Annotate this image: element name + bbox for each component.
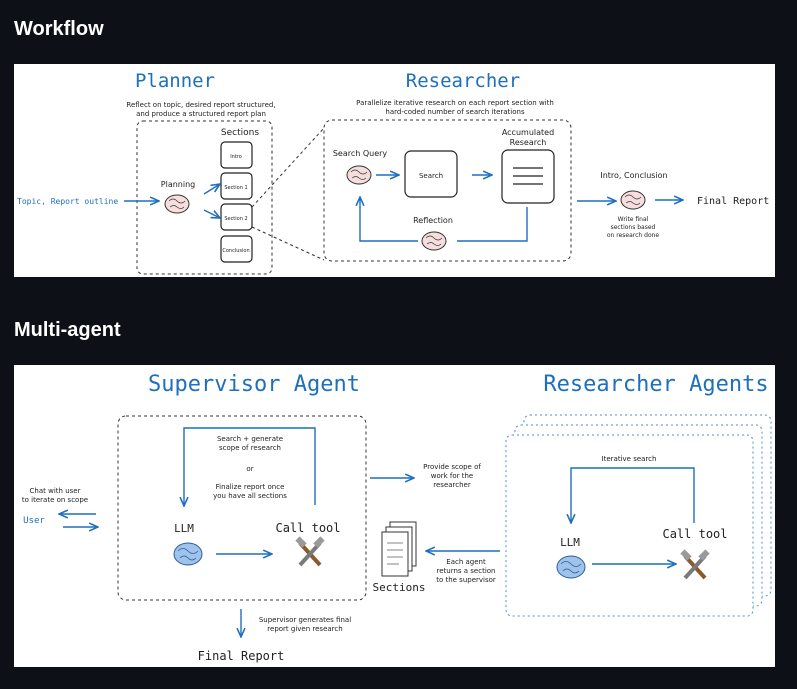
brain-icon [421,231,447,251]
accumulated-research-box [501,149,555,204]
user-label: User [23,516,45,526]
sections-label: Sections [221,128,259,138]
researcher-container [323,119,572,262]
researcher-loop-arrow [571,467,695,523]
r-llm-label: LLM [560,536,580,549]
arrow-planning-section2 [203,209,220,218]
supervisor-loop-arrow [184,427,316,506]
researcher-desc-line1: Parallelize iterative research on each r… [356,99,554,107]
each-agent-line3: to the supervisor [436,576,496,584]
search-box [404,150,458,198]
intro-conclusion-label: Intro, Conclusion [600,171,667,180]
provide-scope-line1: Provide scope of [423,463,481,471]
r-call-tool-label: Call tool [662,527,727,541]
arrow-planning-section1 [203,184,220,195]
final-report-label: Final Report [697,196,769,207]
loop-text-line1: Search + generate [217,435,283,443]
section-box-1-label: Section 1 [224,185,247,191]
write-final-line3: on research done [607,232,660,239]
provide-scope-line2: work for the [431,472,474,480]
supervisor-title: Supervisor Agent [148,372,360,397]
multiagent-diagram: Supervisor Agent Researcher Agents Chat … [14,365,775,667]
supervisor-generates-line1: Supervisor generates final [259,616,351,624]
reflection-loop-left [360,197,418,242]
researchers-title: Researcher Agents [543,372,768,397]
each-agent-line1: Each agent [446,558,486,566]
loop-text-line2: scope of research [219,444,281,452]
chat-label-line1: Chat with user [30,487,81,495]
accumulated-label-line1: Accumulated [502,128,554,137]
brain-icon [164,194,190,214]
loop-text-or: or [246,465,253,473]
multiagent-svg: Supervisor Agent Researcher Agents Chat … [22,372,772,663]
search-box-label: Search [419,172,443,180]
zoom-line-top [251,127,325,208]
tools-icon [680,549,710,580]
planner-container [136,120,273,275]
brain-icon [346,165,372,185]
brain-icon [620,190,646,210]
section-box-conclusion-label: Conclusion [222,248,249,254]
loop-text-line3: Finalize report once [216,483,285,491]
reflection-label: Reflection [413,216,453,225]
researcher-desc-line2: hard-coded number of search iterations [385,108,525,116]
write-final-line2: sections based [611,224,656,231]
researcher-title: Researcher [406,70,520,92]
call-tool-label: Call tool [275,521,340,535]
chat-label-line2: to iterate on scope [22,496,88,504]
each-agent-line2: returns a section [436,567,495,575]
tools-icon [295,536,325,567]
accumulated-label-line2: Research [510,138,547,147]
write-final-line1: Write final [618,216,649,223]
zoom-line-bottom [251,226,325,261]
sections-label: Sections [373,581,426,594]
llm-label: LLM [174,522,194,535]
input-label: Topic, Report outline [17,197,118,206]
document-stack-icon [381,521,417,577]
section-box-conclusion [220,235,253,263]
search-query-label: Search Query [333,149,388,158]
supervisor-container [117,415,367,601]
planner-desc-line1: Reflect on topic, desired report structu… [126,101,275,109]
document-lines-icon [513,167,543,185]
supervisor-generates-line2: report given research [267,625,342,633]
section-box-2-label: Section 2 [224,216,247,222]
workflow-heading: Workflow [14,18,104,40]
brain-icon [173,542,203,566]
planner-desc-line2: and produce a structured report plan [136,110,266,118]
iterative-search-label: Iterative search [602,455,657,463]
brain-icon [556,555,586,579]
workflow-svg: Planner Reflect on topic, desired report… [17,70,769,275]
loop-text-line4: you have all sections [213,492,287,500]
workflow-diagram: Planner Reflect on topic, desired report… [14,64,775,277]
section-box-intro [220,141,253,169]
planning-label: Planning [161,180,195,189]
multiagent-heading: Multi-agent [14,319,121,341]
planner-title: Planner [135,70,215,92]
reflection-loop-right [457,207,528,242]
provide-scope-line3: researcher [433,481,471,489]
section-box-intro-label: Intro [230,154,242,160]
final-report-label: Final Report [198,649,285,663]
